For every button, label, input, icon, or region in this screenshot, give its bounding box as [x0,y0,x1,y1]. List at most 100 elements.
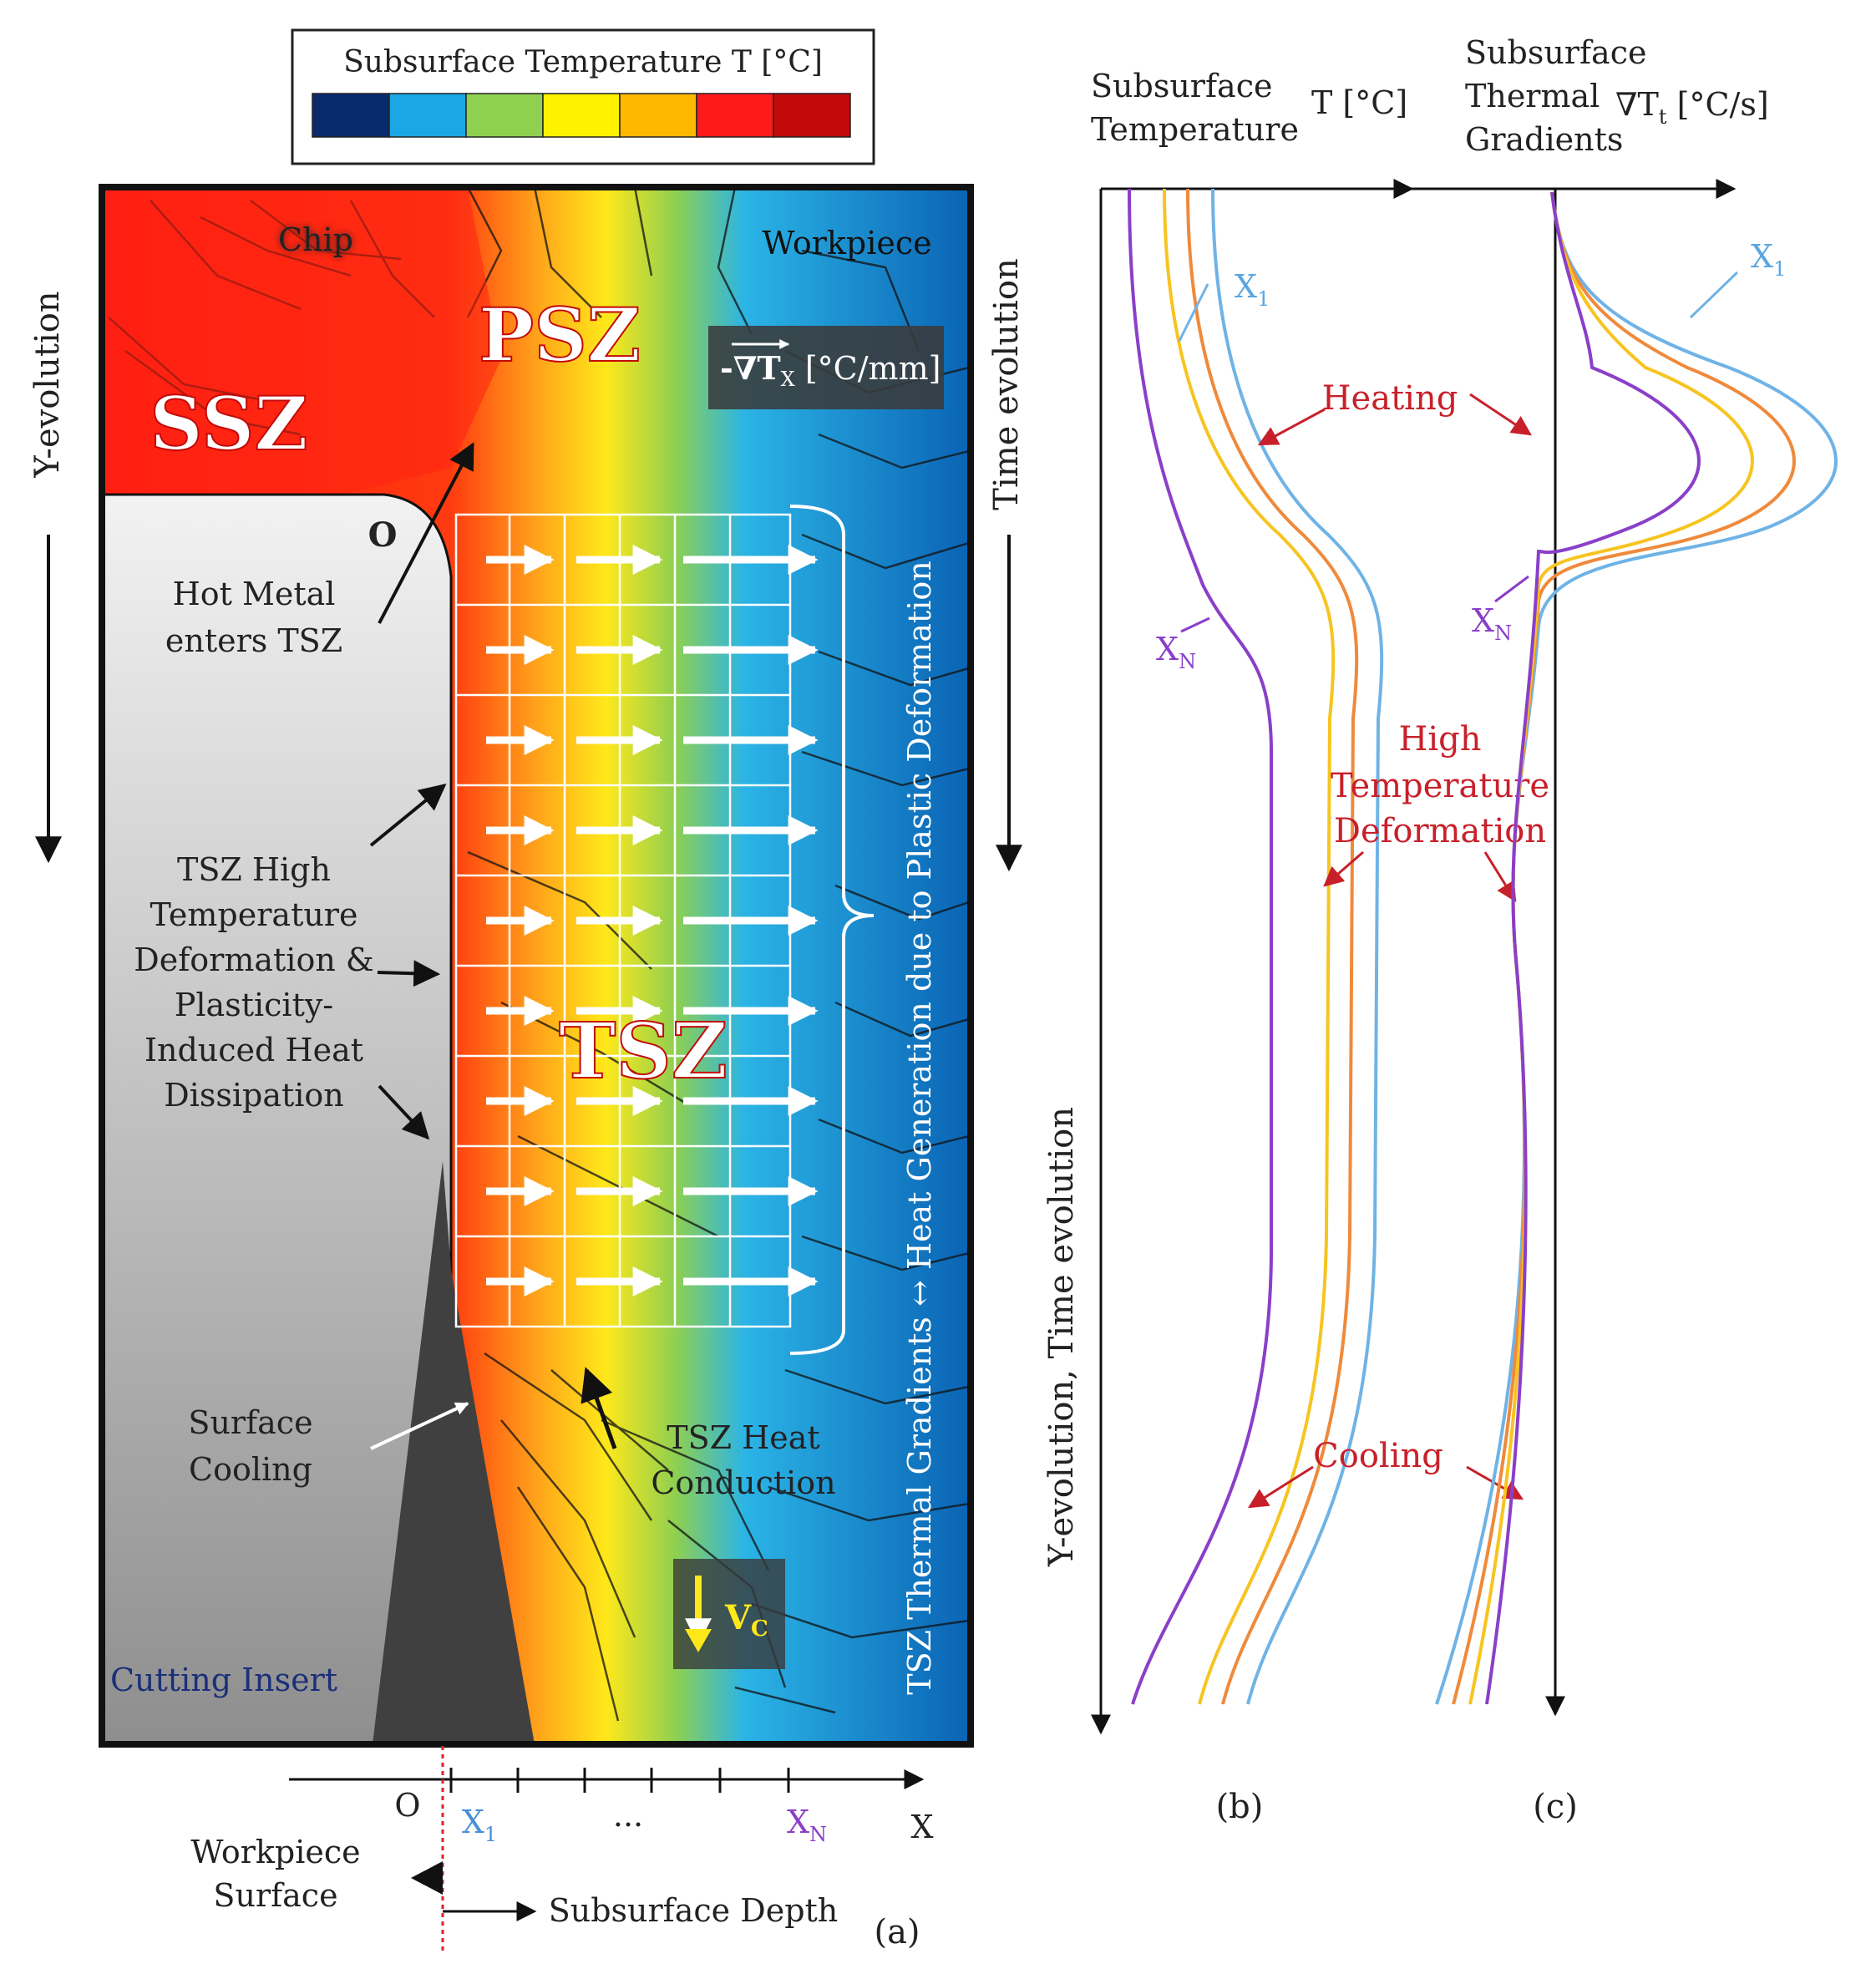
panel-c: Subsurface Thermal Gradients ∇Tt [°C/s] … [1412,34,1838,1826]
tsz-desc-arrow-3 [378,1084,430,1140]
surface-pointer [411,1861,443,1895]
high-temp-label-3: Deformation [1334,812,1546,850]
panel-c-unit: ∇T [1615,86,1659,123]
tsz-desc-arrow-2 [377,960,441,987]
depth-axis: O X1 ... XN X Workpiece Surface Subsurfa… [190,1746,934,1955]
panel-b-caption: (b) [1216,1788,1264,1826]
gradient-label-box: -∇TX [°C/mm] [708,326,944,409]
cutting-insert-label: Cutting Insert [110,1662,337,1698]
panel-b-x1-sub: 1 [1257,287,1270,311]
heating-label: Heating [1322,379,1458,418]
tsz-description-line: TSZ High [177,851,331,888]
conduction-label-1: TSZ Heat [667,1419,819,1456]
panel-b-xn: X [1156,631,1179,667]
panel-c-title-2: Thermal [1465,78,1600,114]
gradient-symbol: -∇T [720,349,781,387]
svg-text:X1: X1 [1751,238,1786,281]
y-evolution-label: Y-evolution [28,291,67,478]
axis-origin-label: O [394,1787,420,1824]
cutting-speed-box: VC [673,1559,785,1669]
vertical-explanation: TSZ Thermal Gradients ↔ Heat Generation … [901,561,938,1695]
chip-label: Chip [278,221,353,258]
axis-xn-subscript: N [809,1823,827,1846]
origin-o-label: O [368,515,398,555]
legend-swatch [388,93,467,138]
legend-swatch [542,93,621,138]
panel-b-xn-sub: N [1179,650,1196,673]
vc-subscript: C [751,1616,768,1642]
hot-metal-arrow [378,442,474,624]
hot-metal-label-1: Hot Metal [173,576,336,612]
temperature-curve [1163,188,1336,1705]
temperature-curve [1211,188,1384,1705]
axis-dots-label: ... [613,1797,643,1834]
panel-a-caption: (a) [874,1913,920,1951]
tsz-description-line: Deformation & [134,941,373,978]
gradient-curve [1485,191,1701,1705]
svg-text:∇Tt [°C/s]: ∇Tt [°C/s] [1615,86,1769,129]
svg-text:XN: XN [1472,602,1512,645]
panel-b-title-1: Subsurface [1091,68,1272,104]
tsz-description-line: Induced Heat [145,1032,363,1068]
axis-xn-label: X [787,1804,809,1840]
flank-wear-zone [373,1161,535,1744]
legend-swatch [773,93,851,138]
temperature-curves [1128,188,1384,1705]
svg-text:XN: XN [787,1804,827,1846]
high-temp-label-1: High [1398,720,1481,759]
panel-a: TSZ Thermal Gradients ↔ Heat Generation … [99,184,974,1748]
cooling-label: Cooling [1313,1437,1443,1475]
workpiece-surface-label-2: Surface [213,1877,337,1914]
psz-label: PSZ [479,292,641,378]
svg-text:-∇TX [°C/mm]: -∇TX [°C/mm] [720,349,941,391]
surface-cooling-arrow [370,1402,469,1450]
panel-b-y-axis-label: Y-evolution, Time evolution [1042,1107,1081,1567]
temperature-curve [1186,188,1359,1705]
high-temp-label-2: Temperature [1331,767,1549,805]
tsz-label: TSZ [559,1006,728,1096]
chip-region [102,187,501,493]
legend-title: Subsurface Temperature T [°C] [343,45,823,79]
temperature-curve [1128,188,1273,1705]
heat-flux-arrows [486,545,819,1297]
svg-text:X1: X1 [462,1804,497,1846]
panel-c-unit-tail: [°C/s] [1667,86,1769,123]
svg-text:VC: VC [724,1598,768,1642]
gradient-curve [1452,191,1796,1705]
workpiece-label: Workpiece [762,225,931,261]
ssz-label: SSZ [150,380,307,467]
time-evolution-axis: Time evolution [987,258,1026,872]
time-evolution-label: Time evolution [987,258,1026,510]
workpiece-surface-label-1: Workpiece [190,1834,360,1870]
hot-metal-label-2: enters TSZ [165,622,342,659]
tsz-brace [789,505,875,1355]
conduction-label-2: Conduction [651,1464,835,1501]
axis-x1-subscript: 1 [484,1823,497,1846]
panel-b-unit: T [°C] [1311,84,1407,121]
legend-color-bar [312,93,851,138]
axis-x-label: X [910,1809,933,1845]
panel-c-unit-sub: t [1659,105,1667,129]
panel-c-title-1: Subsurface [1465,34,1646,71]
panel-b-x1: X [1235,268,1257,305]
panel-b-title-2: Temperature [1091,111,1299,148]
svg-text:X1: X1 [1235,268,1270,311]
tsz-description-line: Plasticity- [175,987,333,1023]
workpiece-label-box: Workpiece [762,225,931,261]
conduction-arrow [581,1367,617,1449]
gradient-subscript: X [781,368,795,391]
gradient-curves [1435,191,1838,1705]
panel-c-xn-sub: N [1494,622,1512,645]
subsurface-depth-label: Subsurface Depth [549,1892,839,1929]
gradient-unit: [°C/mm] [795,350,941,387]
legend-swatch [619,93,697,138]
panel-c-xn: X [1472,602,1494,639]
vc-symbol: V [724,1598,752,1637]
y-evolution-axis: Y-evolution [28,291,67,864]
axis-x1-label: X [462,1804,484,1840]
panel-c-x1: X [1751,238,1773,275]
gradient-curve [1435,191,1838,1705]
surface-cooling-label-1: Surface [188,1404,312,1441]
